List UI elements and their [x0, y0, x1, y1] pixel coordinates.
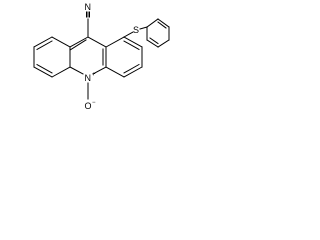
s-c-bond	[139, 26, 148, 30]
phenyl-ring	[146, 18, 170, 48]
central-bond-c9-c8a	[87, 36, 107, 48]
chemical-structure: N S	[33, 2, 170, 111]
phenyl-bond-1	[146, 18, 159, 28]
central-inner-double	[69, 39, 87, 51]
left-ring	[33, 36, 71, 78]
phenyl-inner-double-1	[157, 21, 167, 29]
phenyl-inner-double-2	[149, 37, 159, 45]
left-bond-4	[33, 66, 53, 78]
left-inner-double-2	[36, 63, 53, 74]
left-bond-1	[51, 36, 71, 48]
phenyl-bond-5	[146, 39, 159, 48]
right-inner-double-1	[123, 40, 140, 51]
central-ring	[69, 36, 107, 75]
right-bond-4	[123, 66, 143, 78]
nitrile-group: N	[85, 2, 92, 38]
atom-label-oxide-o: O	[85, 101, 92, 111]
thioether-link: S	[123, 25, 148, 38]
right-bond-5	[105, 66, 125, 78]
central-bond-c9-c9a	[69, 36, 89, 48]
right-bond-2	[123, 36, 143, 48]
left-inner-double-1	[36, 40, 53, 51]
central-bond-c4a-n	[69, 66, 84, 75]
c-s-bond	[123, 31, 134, 38]
right-ring	[105, 36, 143, 78]
left-bond-2	[33, 36, 53, 48]
phenyl-bond-4	[157, 39, 170, 48]
left-bond-5	[51, 66, 71, 78]
atom-label-nitrile-n: N	[85, 2, 92, 12]
right-bond-1	[105, 36, 125, 48]
atom-label-sulfur: S	[133, 25, 139, 35]
central-bond-c10a-n	[92, 66, 107, 75]
charge-label-ring-n: +	[92, 72, 96, 78]
right-inner-double-2	[123, 63, 140, 74]
atom-label-ring-n: N	[85, 73, 92, 83]
charge-label-oxide-o: −	[92, 100, 96, 106]
phenyl-bond-2	[157, 18, 170, 28]
n-oxide-group: N + O −	[85, 72, 97, 111]
